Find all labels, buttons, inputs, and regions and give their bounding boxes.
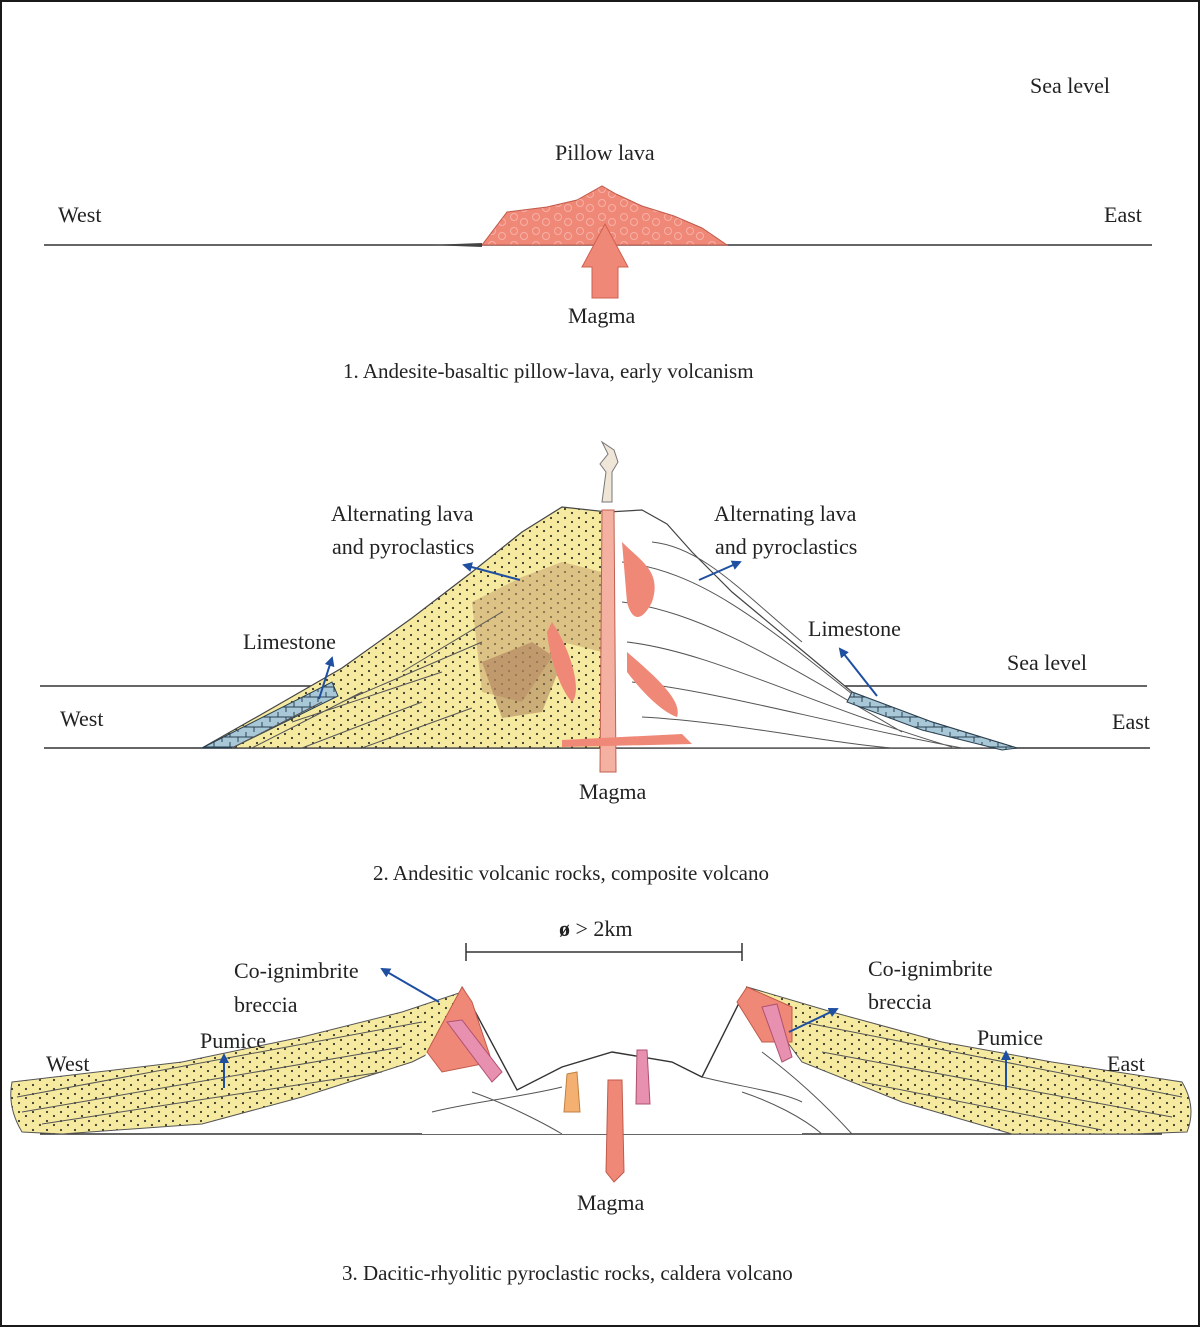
alt-right-label-2: and pyroclastics <box>715 534 857 559</box>
west-label: West <box>58 202 101 227</box>
sea-level-label: Sea level <box>1030 73 1110 98</box>
east-label-3: East <box>1107 1051 1145 1076</box>
panel-2: Alternating lava and pyroclastics Altern… <box>40 442 1150 885</box>
pumice-right-label: Pumice <box>977 1025 1043 1050</box>
magma-feeder <box>606 1080 624 1182</box>
panel-3: ø > 2km Co-ignimbrite breccia Co-ignimbr… <box>11 916 1191 1285</box>
east-label-2: East <box>1112 709 1150 734</box>
limestone-left-label: Limestone <box>243 629 336 654</box>
mound-edge <box>428 243 482 247</box>
magma-label-2: Magma <box>579 779 646 804</box>
west-label-2: West <box>60 706 103 731</box>
pillow-lava-label: Pillow lava <box>555 140 655 165</box>
caption-2: 2. Andesitic volcanic rocks, composite v… <box>373 861 769 885</box>
pink-intrusion <box>636 1050 650 1104</box>
alt-left-label-1: Alternating lava <box>331 501 474 526</box>
magma-label: Magma <box>568 303 635 328</box>
sea-level-label-2: Sea level <box>1007 650 1087 675</box>
diameter-symbol: ø <box>559 916 570 941</box>
diameter-value: > 2km <box>570 916 633 941</box>
magma-label-3: Magma <box>577 1190 644 1215</box>
west-label-3: West <box>46 1051 89 1076</box>
limestone-right-label: Limestone <box>808 616 901 641</box>
arrow-breccia-left <box>382 969 439 1002</box>
breccia-left-label-1: Co-ignimbrite <box>234 958 359 983</box>
pumice-left-label: Pumice <box>200 1028 266 1053</box>
breccia-right-label-1: Co-ignimbrite <box>868 956 993 981</box>
orange-intrusion <box>564 1072 580 1112</box>
caption-3: 3. Dacitic-rhyolitic pyroclastic rocks, … <box>342 1261 793 1285</box>
diameter-label: ø > 2km <box>559 916 633 941</box>
central-conduit <box>600 510 616 772</box>
alt-left-label-2: and pyroclastics <box>332 534 474 559</box>
caption-1: 1. Andesite-basaltic pillow-lava, early … <box>343 359 754 383</box>
breccia-right-label-2: breccia <box>868 989 932 1014</box>
eruption-plume-icon <box>600 442 618 502</box>
breccia-left-label-2: breccia <box>234 992 298 1017</box>
alt-right-label-1: Alternating lava <box>714 501 857 526</box>
east-label: East <box>1104 202 1142 227</box>
panel-1: Sea level West East Pillow lava Magma 1.… <box>44 73 1152 383</box>
